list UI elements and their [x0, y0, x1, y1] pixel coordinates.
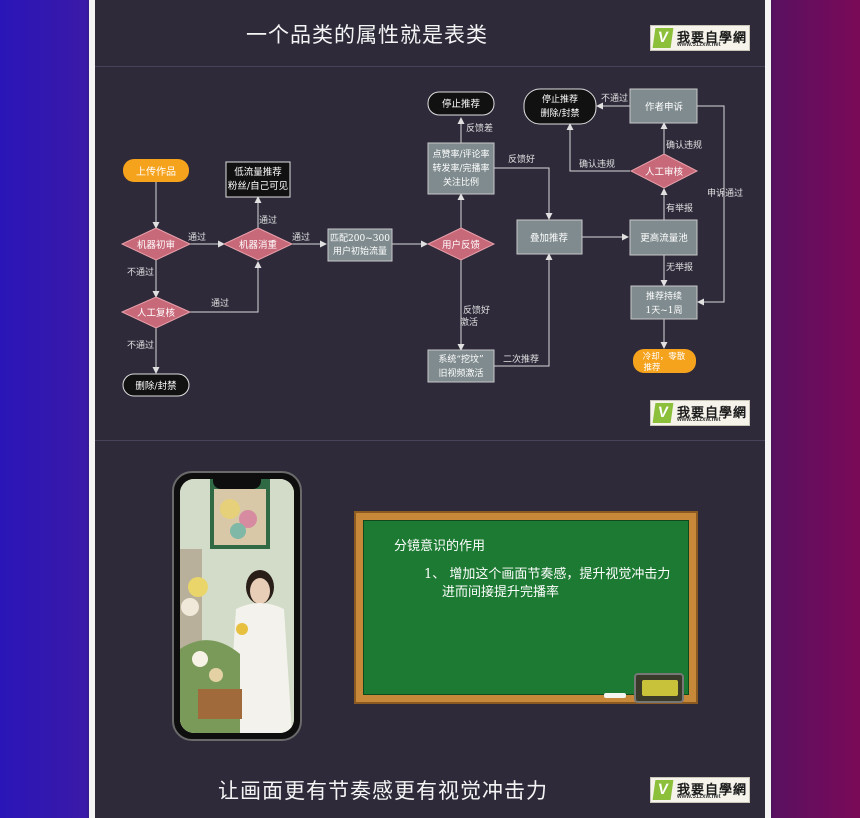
node-match-traffic: 匹配200~300 用户初始流量 [328, 229, 392, 261]
node-cool-down-line2: 推荐 [643, 362, 661, 373]
logo-url: www.51zxw.net [677, 417, 721, 423]
node-stop-delete-line2: 删除/封禁 [540, 107, 579, 119]
blackboard-heading: 分镜意识的作用 [394, 535, 485, 554]
edge-label-bad-feedback: 反馈差 [466, 122, 493, 134]
edge-label-good-feedback: 反馈好 [508, 153, 535, 165]
edge-label-confirm-violation-2: 确认违规 [579, 158, 615, 170]
node-cool-down-line1: 冷却，零散 [643, 351, 686, 362]
edge-label-has-report: 有举报 [666, 202, 693, 214]
photo-illustration [180, 479, 294, 733]
node-match-traffic-line1: 匹配200~300 [330, 233, 390, 244]
node-metrics: 点赞率/评论率 转发率/完播率 关注比例 [428, 143, 494, 194]
divider [95, 440, 765, 441]
node-match-traffic-line2: 用户初始流量 [333, 245, 387, 257]
blackboard-surface: 分镜意识的作用 1、 增加这个画面节奏感，提升视觉冲击力 进而间接提升完播率 [363, 520, 689, 695]
edge-label-fail2: 不通过 [127, 339, 154, 351]
logo-url: www.51zxw.net [677, 794, 721, 800]
node-system-dig: 系统“挖坟” 旧视频激活 [428, 350, 494, 382]
node-author-appeal: 作者申诉 [630, 89, 697, 123]
edge-label-appeal-pass: 申诉通过 [707, 187, 743, 199]
eraser-icon [634, 673, 684, 703]
logo-mark: V [653, 780, 674, 800]
node-metrics-line1: 点赞率/评论率 [432, 148, 489, 160]
node-continue-rec-line2: 1天~1周 [646, 305, 683, 316]
node-author-appeal-label: 作者申诉 [645, 101, 684, 113]
node-low-traffic-line1: 低流量推荐 [234, 166, 282, 178]
node-machine-dedupe-label: 机器消重 [239, 239, 278, 251]
node-upload-label: 上传作品 [136, 166, 176, 178]
edge-label-no-report: 无举报 [666, 261, 693, 273]
node-machine-review: 机器初审 [122, 228, 190, 260]
node-metrics-line2: 转发率/完播率 [432, 162, 489, 174]
node-upload: 上传作品 [123, 159, 189, 182]
node-stop-delete-line1: 停止推荐 [542, 93, 578, 105]
edge-label-pass3: 通过 [292, 231, 310, 243]
node-system-dig-line2: 旧视频激活 [438, 367, 483, 379]
edge-label-pass2: 通过 [259, 214, 277, 226]
edge-label-pass-manual: 通过 [211, 297, 229, 309]
node-low-traffic-line2: 粉丝/自己可见 [228, 180, 288, 192]
chalk-icon [604, 693, 626, 698]
node-machine-dedupe: 机器消重 [224, 228, 292, 260]
footer-title: 让画面更有节奏感更有视觉冲击力 [95, 775, 671, 805]
node-system-dig-line1: 系统“挖坟” [438, 353, 483, 365]
node-stop-rec-top-label: 停止推荐 [442, 98, 481, 110]
edge-label-pass1: 通过 [188, 231, 206, 243]
node-manual-audit-label: 人工审核 [645, 166, 684, 178]
blackboard: 分镜意识的作用 1、 增加这个画面节奏感，提升视觉冲击力 进而间接提升完播率 [354, 511, 698, 704]
node-manual-audit: 人工审核 [631, 154, 697, 188]
node-cool-down: 冷却，零散 推荐 [633, 349, 696, 373]
blackboard-line-2: 进而间接提升完播率 [442, 581, 559, 600]
node-machine-review-label: 机器初审 [137, 239, 175, 251]
edge-label-fail-appeal: 不通过 [601, 92, 628, 104]
phone-mockup [172, 471, 302, 741]
node-delete-ban-left: 删除/封禁 [123, 374, 189, 396]
node-stop-delete: 停止推荐 删除/封禁 [524, 89, 596, 124]
node-metrics-line3: 关注比例 [443, 176, 479, 188]
flowchart: 上传作品 机器初审 机器消重 低流量推荐 粉丝/自己可见 人工复核 删除/封禁 … [0, 0, 860, 440]
edge-label-good-activate-1: 反馈好 [463, 304, 490, 316]
blackboard-line-1: 1、 增加这个画面节奏感，提升视觉冲击力 [424, 563, 670, 582]
node-delete-ban-left-label: 删除/封禁 [135, 380, 177, 392]
node-continue-rec: 推荐持续 1天~1周 [631, 286, 697, 319]
edge-label-fail1: 不通过 [127, 266, 154, 278]
node-higher-pool: 更高流量池 [630, 220, 697, 255]
node-stack-rec-label: 叠加推荐 [530, 232, 569, 244]
edge-label-good-activate-2: 激活 [460, 316, 478, 328]
edge-label-confirm-violation: 确认违规 [666, 139, 702, 151]
node-manual-recheck-label: 人工复核 [137, 307, 176, 319]
node-low-traffic: 低流量推荐 粉丝/自己可见 [226, 162, 290, 197]
node-continue-rec-line1: 推荐持续 [646, 290, 682, 302]
site-logo-2: V 我要自學網 www.51zxw.net [650, 400, 750, 426]
logo-mark: V [653, 403, 674, 423]
node-manual-recheck: 人工复核 [122, 297, 190, 328]
phone-notch [213, 479, 261, 489]
site-logo-3: V 我要自學網 www.51zxw.net [650, 777, 750, 803]
edge-label-second-rec: 二次推荐 [503, 353, 539, 365]
node-higher-pool-label: 更高流量池 [640, 232, 688, 244]
node-stack-rec: 叠加推荐 [517, 220, 582, 254]
node-user-feedback: 用户反馈 [428, 228, 494, 260]
node-user-feedback-label: 用户反馈 [442, 239, 481, 251]
phone-photo [180, 479, 294, 733]
node-stop-rec-top: 停止推荐 [428, 92, 494, 115]
